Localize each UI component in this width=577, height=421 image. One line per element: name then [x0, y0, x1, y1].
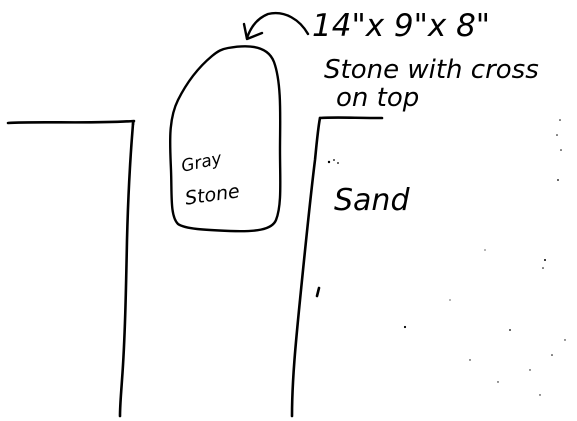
stone-description-line2: on top — [336, 83, 419, 113]
hole-wall-left — [118, 122, 135, 418]
sand-label: Sand — [334, 183, 410, 218]
gray-stone-label-line2: Stone — [184, 180, 241, 209]
stone-description-line1: Stone with cross — [324, 55, 539, 85]
gray-stone-outline — [168, 45, 282, 233]
arrow-head-icon — [242, 22, 264, 41]
ground-line-left — [6, 119, 136, 126]
gray-stone-label-line1: Gray — [180, 149, 225, 177]
dimensions-label: 14"x 9"x 8" — [312, 8, 490, 44]
hole-wall-right — [290, 116, 322, 418]
paper-speckles — [315, 119, 566, 396]
annotation-arrow — [245, 11, 310, 40]
